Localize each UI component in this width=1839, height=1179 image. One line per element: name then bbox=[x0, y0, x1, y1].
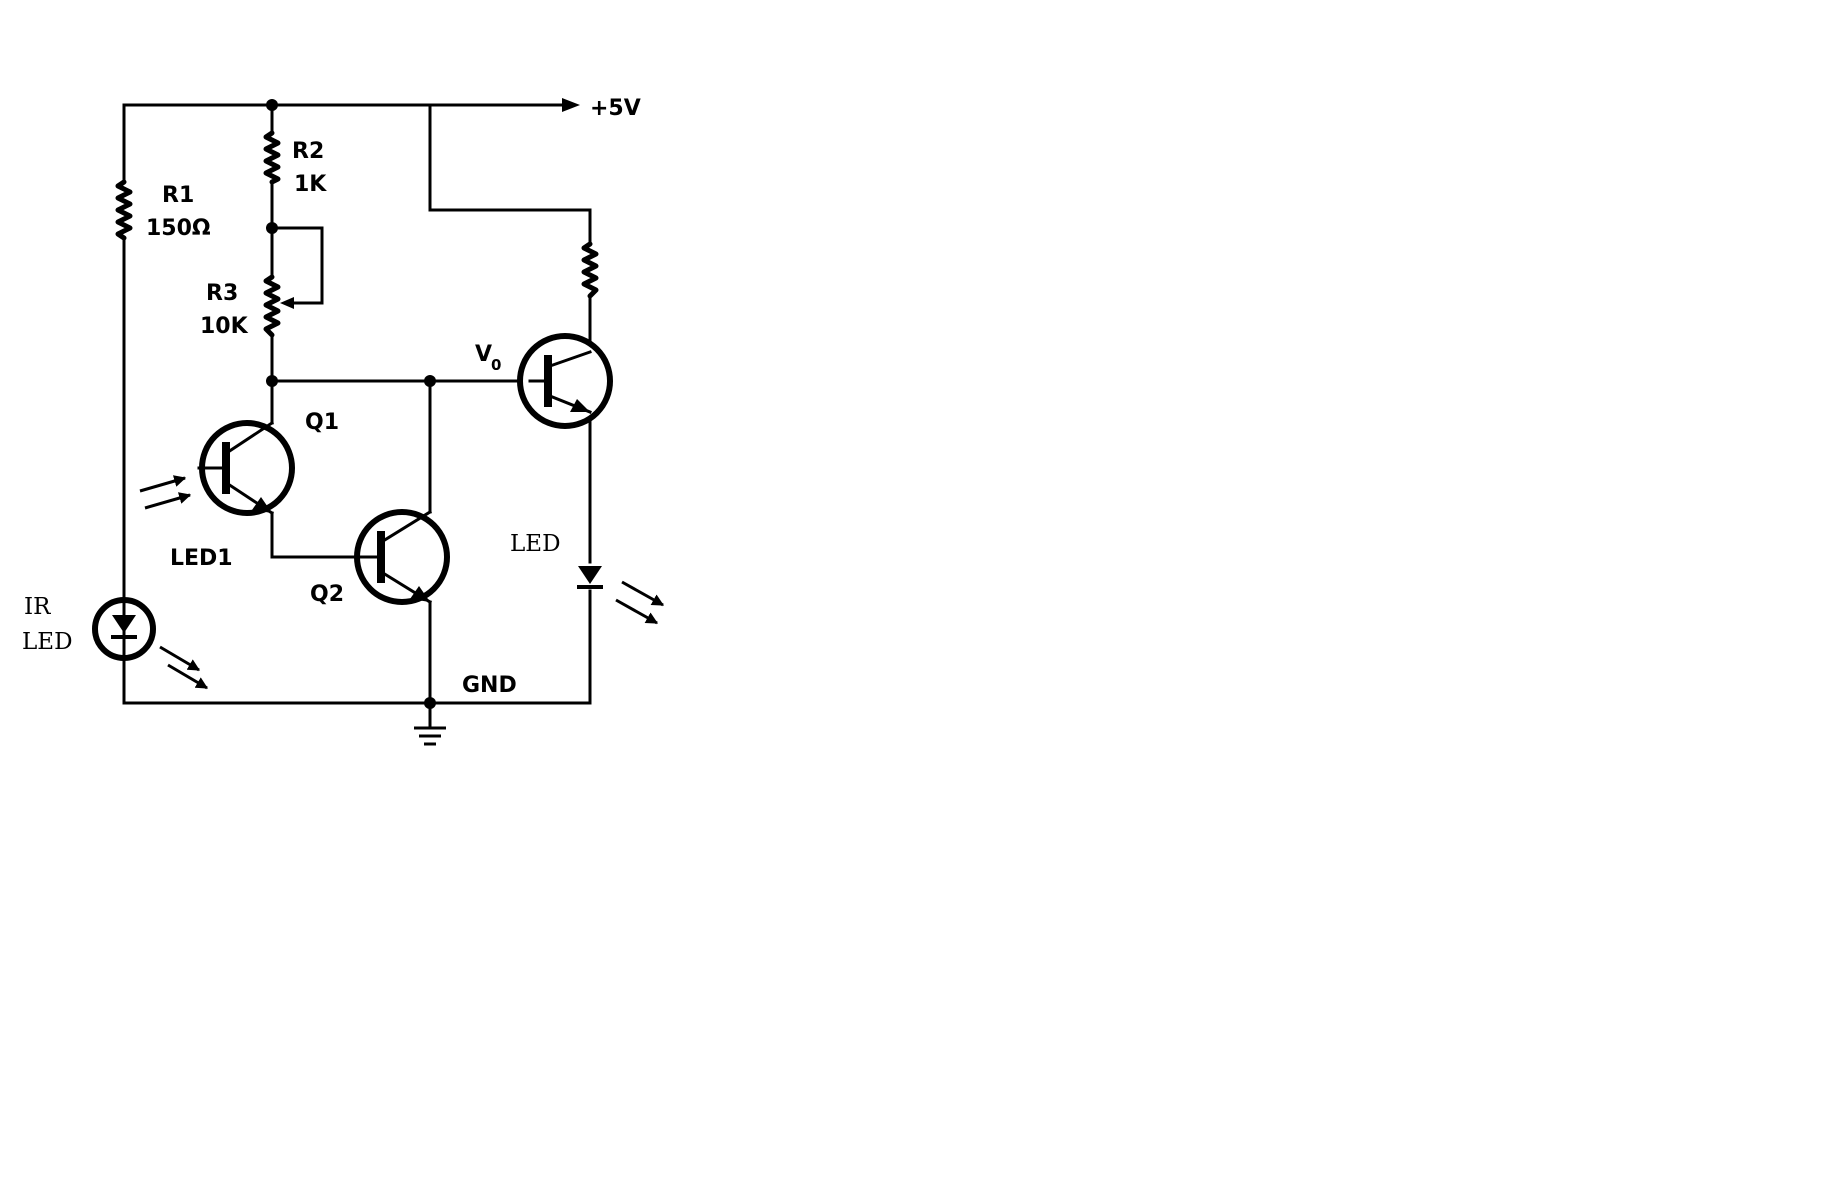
resistor-r2 bbox=[263, 130, 281, 185]
r1-value-label: 150Ω bbox=[146, 216, 211, 241]
transistor-q3 bbox=[517, 333, 613, 429]
r2-value-label: 1K bbox=[294, 172, 327, 197]
r2-name-label: R2 bbox=[292, 139, 324, 164]
transistor-q1 bbox=[197, 420, 295, 516]
junction-dots bbox=[266, 99, 436, 709]
resistor-r1 bbox=[115, 179, 133, 241]
q2-label: Q2 bbox=[310, 582, 344, 607]
ground-rail bbox=[122, 701, 592, 730]
output-led-symbol bbox=[577, 566, 603, 589]
supply-label: +5V bbox=[590, 96, 641, 121]
resistor-collector bbox=[581, 241, 599, 299]
ir-emission-arrows bbox=[159, 645, 209, 690]
ir-label-line1: IR bbox=[24, 594, 51, 620]
vo-label: V bbox=[475, 342, 492, 367]
light-input-arrows bbox=[139, 475, 192, 510]
r3-value-label: 10K bbox=[200, 314, 249, 339]
q1-q2-link-wire bbox=[270, 511, 354, 559]
ir-led-symbol bbox=[92, 597, 156, 661]
supply-rail bbox=[122, 98, 592, 212]
vo-subscript-label: 0 bbox=[491, 356, 501, 374]
ground-symbol bbox=[414, 726, 446, 746]
led1-label: LED1 bbox=[170, 546, 233, 571]
q1-label: Q1 bbox=[305, 410, 339, 435]
ir-label-line2: LED bbox=[22, 629, 73, 655]
r1-name-label: R1 bbox=[162, 183, 194, 208]
output-led-label: LED bbox=[510, 531, 561, 557]
middle-branch-wire bbox=[270, 103, 432, 425]
output-led-arrows bbox=[615, 580, 665, 625]
gnd-label: GND bbox=[462, 673, 517, 698]
r3-name-label: R3 bbox=[206, 281, 238, 306]
potentiometer-wiper bbox=[280, 297, 324, 309]
transistor-q2 bbox=[350, 509, 450, 605]
potentiometer-r3 bbox=[263, 274, 281, 338]
